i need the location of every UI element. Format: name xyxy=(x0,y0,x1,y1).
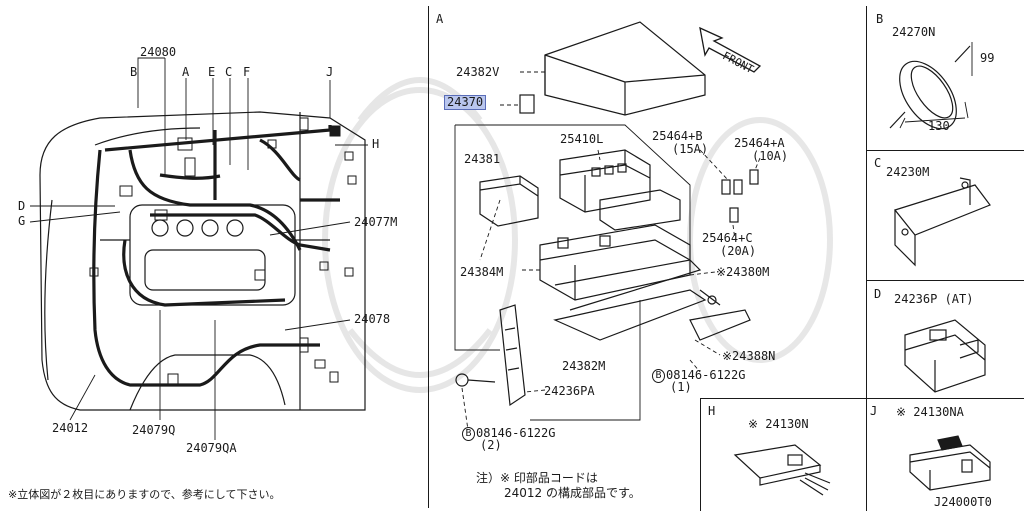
divider-c-d xyxy=(866,280,1024,281)
relay-24236p xyxy=(904,319,986,393)
label-24230m: 24230M xyxy=(886,165,930,179)
bolt-2 xyxy=(455,373,496,387)
panel-j-letter: J xyxy=(870,404,878,418)
panel-h-letter: H xyxy=(708,404,716,418)
label-g: G xyxy=(18,214,26,228)
divider-h-left xyxy=(700,398,701,511)
label-a: A xyxy=(182,65,190,79)
label-25464a: 25464+A xyxy=(734,136,785,150)
label-e: E xyxy=(208,65,216,79)
connector-24130na xyxy=(909,435,991,491)
label-h: H xyxy=(372,137,380,151)
bracket-24388n xyxy=(689,289,751,341)
panel-d-letter: D xyxy=(874,287,882,301)
divider-d-hj xyxy=(700,398,1024,399)
label-b: B xyxy=(130,65,138,79)
dimension-height: 99 xyxy=(980,51,995,65)
label-24382m: 24382M xyxy=(562,359,606,373)
panel-c-letter: C xyxy=(874,156,882,170)
divider-left-panel xyxy=(428,6,429,508)
label-24079q: 24079Q xyxy=(132,423,176,437)
label-f: F xyxy=(243,65,251,79)
connector-24130n xyxy=(733,444,831,496)
label-24236pa: 24236PA xyxy=(544,384,595,398)
panel-b-letter: B xyxy=(876,12,884,26)
label-24130n: ※ 24130N xyxy=(748,417,809,431)
watermark-crest xyxy=(322,77,833,393)
fuse-box-cover xyxy=(544,21,706,116)
label-24381: 24381 xyxy=(464,152,501,166)
label-25464c: 25464+C xyxy=(702,231,753,245)
label-24270n: 24270N xyxy=(892,25,936,39)
lower-cover-24382m xyxy=(553,289,707,341)
label-24078: 24078 xyxy=(354,312,391,326)
label-24382v: 24382V xyxy=(456,65,500,79)
label-24077m: 24077M xyxy=(354,215,398,229)
label-25464b-amp: (15A) xyxy=(672,142,709,156)
label-25410l: 25410L xyxy=(560,132,604,146)
label-bolt-1-qty: (1) xyxy=(670,380,692,394)
bracket-24230m xyxy=(893,177,991,267)
label-24012: 24012 xyxy=(52,421,89,435)
divider-b-c xyxy=(866,150,1024,151)
mounting-box-outline xyxy=(454,124,691,421)
label-25464c-amp: (20A) xyxy=(720,244,757,258)
small-fuses xyxy=(721,169,759,223)
label-24388n: ※24388N xyxy=(722,349,776,363)
dimension-width: 130 xyxy=(928,119,950,133)
clip-24270n xyxy=(889,42,973,130)
label-bolt-2: 08146-6122G xyxy=(476,426,556,440)
connector-boxes xyxy=(89,117,357,385)
relay-24370 xyxy=(519,94,535,114)
divider-h-j xyxy=(866,398,867,511)
relay-box-base-24384m xyxy=(539,224,702,311)
fuse-block-25410l xyxy=(559,149,681,231)
bolt-1-circle: B xyxy=(652,369,665,383)
label-j: J xyxy=(326,65,334,79)
label-24370[interactable]: 24370 xyxy=(444,95,487,110)
bracket-24236pa xyxy=(499,304,526,407)
note-line-1: 注）※ 印部品コードは xyxy=(476,471,598,485)
label-24380m: ※24380M xyxy=(716,265,770,279)
harness-wires xyxy=(92,125,340,387)
label-25464b: 25464+B xyxy=(652,129,703,143)
left-leader-lines xyxy=(29,57,368,440)
panel-a-letter: A xyxy=(436,12,444,26)
footnote-reference: ※立体図が２枚目にありますので、参考にして下さい。 xyxy=(8,488,281,501)
label-c: C xyxy=(225,65,233,79)
note-line-2: 24012 の構成部品です。 xyxy=(504,486,641,500)
divider-right-column xyxy=(866,6,867,398)
label-bolt-1: 08146-6122G xyxy=(666,368,746,382)
panel-a-leader-lines xyxy=(461,71,761,431)
label-24236p: 24236P (AT) xyxy=(894,292,974,306)
label-d: D xyxy=(18,199,26,213)
label-24079qa: 24079QA xyxy=(186,441,237,455)
label-24384m: 24384M xyxy=(460,265,504,279)
bolt-2-circle: B xyxy=(462,427,475,441)
label-25464a-amp: (10A) xyxy=(752,149,789,163)
label-bolt-2-qty: (2) xyxy=(480,438,502,452)
relay-24381 xyxy=(479,175,539,227)
engine-bay-outline xyxy=(39,111,366,411)
label-24130na: ※ 24130NA xyxy=(896,405,964,419)
drawing-code: J24000T0 xyxy=(934,495,992,509)
label-24080: 24080 xyxy=(140,45,177,59)
front-arrow xyxy=(699,26,762,73)
